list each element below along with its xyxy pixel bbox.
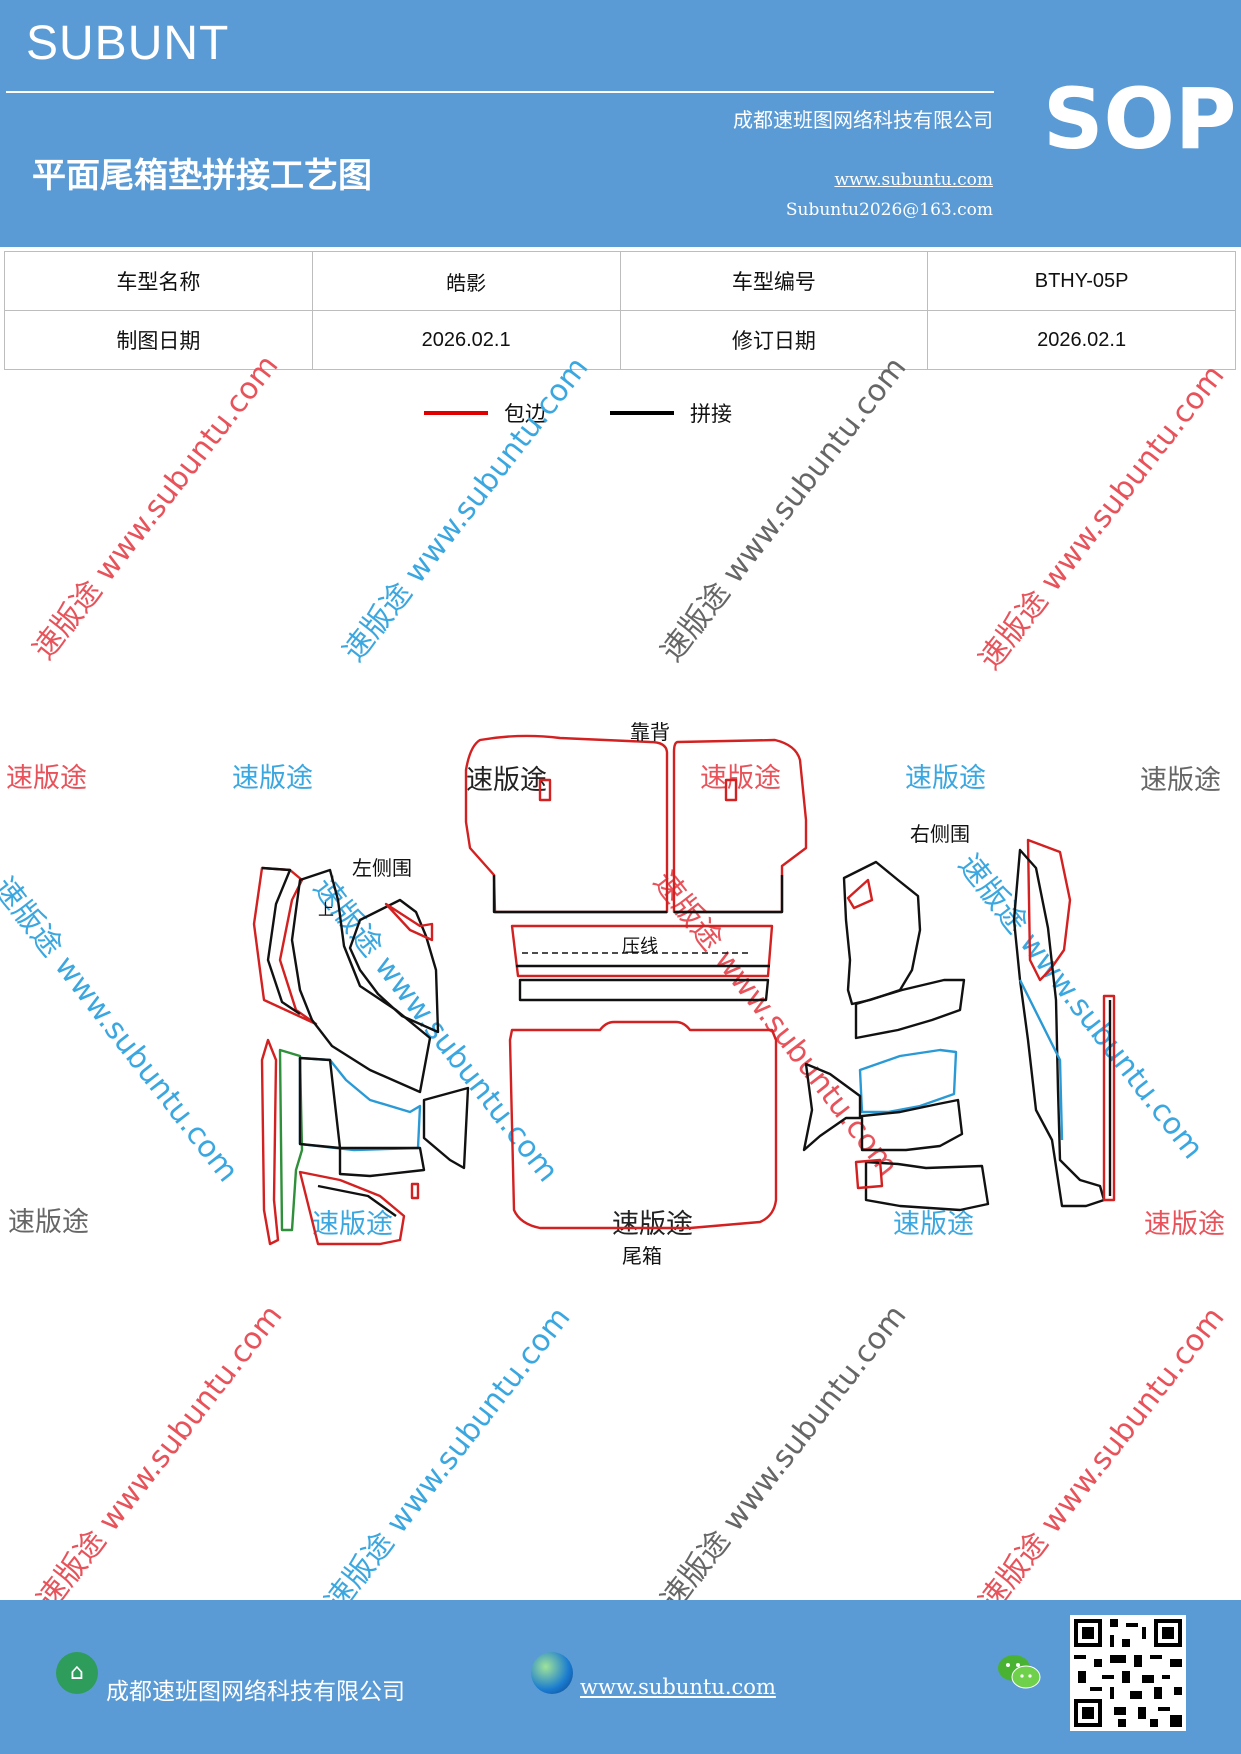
left-side-lower-seam xyxy=(298,1056,426,1178)
label-press-line: 压线 xyxy=(622,936,658,957)
legend-swatch-edge xyxy=(424,411,488,415)
right-side-connector xyxy=(802,1062,862,1152)
table-cell-value: 2026.02.1 xyxy=(311,310,621,370)
left-side-bottom-seam xyxy=(317,1184,397,1217)
company-name: 成都速班图网络科技有限公司 xyxy=(733,108,993,132)
watermark-word: 速版途 xyxy=(6,763,87,794)
table-cell-label: 修订日期 xyxy=(619,310,929,370)
backrest-left-panel xyxy=(464,734,669,914)
globe-icon xyxy=(531,1652,573,1694)
trunk-mat-panel xyxy=(508,1020,778,1230)
footer-website-link[interactable]: www.subuntu.com xyxy=(580,1675,776,1699)
footer-banner: ⌂ 成都速班图网络科技有限公司 www.subuntu.com xyxy=(0,1600,1241,1754)
left-side-cap xyxy=(384,902,434,942)
right-side-tall xyxy=(1012,848,1106,1208)
label-up-mark: 上 xyxy=(318,900,335,919)
info-table: 车型名称 皓影 车型编号 BTHY-05P 制图日期 2026.02.1 修订日… xyxy=(4,251,1236,370)
header-banner: SUBUNT 成都速班图网络科技有限公司 平面尾箱垫拼接工艺图 www.subu… xyxy=(0,0,1241,247)
legend-swatch-seam xyxy=(610,411,674,415)
left-side-bottom xyxy=(298,1170,406,1246)
left-side-upper-seam xyxy=(261,866,301,1015)
right-side-upper-red xyxy=(846,878,874,910)
trunk-mat-diagram xyxy=(252,734,1116,1246)
table-cell-value: 皓影 xyxy=(311,251,621,311)
table-cell-label: 车型编号 xyxy=(619,251,929,311)
watermark-word: 速版途 xyxy=(232,763,313,794)
left-side-lower-blue xyxy=(298,1056,422,1152)
right-side-tall-red xyxy=(1026,838,1072,982)
watermark-word: 速版途 xyxy=(1140,765,1221,796)
footer-company-name: 成都速班图网络科技有限公司 xyxy=(106,1679,405,1705)
press-line-strip xyxy=(510,924,774,978)
wechat-icon xyxy=(998,1655,1041,1689)
left-side-lower-red xyxy=(260,1038,280,1246)
left-side-connector xyxy=(422,1086,470,1170)
document-title: 平面尾箱垫拼接工艺图 xyxy=(32,156,372,196)
right-side-upper xyxy=(842,860,922,1006)
right-side-lower xyxy=(860,1098,964,1152)
backrest-left-seam xyxy=(492,875,667,914)
table-cell-label: 制图日期 xyxy=(4,310,313,370)
backrest-right-tab xyxy=(724,778,738,802)
right-side-blue xyxy=(858,1048,958,1114)
table-row: 车型名称 皓影 车型编号 BTHY-05P xyxy=(4,251,1236,311)
legend-item-seam: 拼接 xyxy=(610,398,732,428)
brand-name: SUBUNT xyxy=(26,17,230,70)
email-text: Subuntu2026@163.com xyxy=(785,200,993,220)
watermark-word: 速版途 xyxy=(893,1209,974,1240)
table-cell-value: BTHY-05P xyxy=(927,251,1236,311)
left-side-middle xyxy=(290,868,432,1094)
table-cell-label: 车型名称 xyxy=(4,251,313,311)
backrest-right-seam xyxy=(674,875,784,914)
label-backrest: 靠背 xyxy=(630,720,670,744)
sop-badge: SOP xyxy=(1043,70,1237,168)
watermark-word: 速版途 xyxy=(612,1209,693,1240)
backrest-left-tab xyxy=(538,778,552,802)
watermark-word: 速版途 xyxy=(1144,1209,1225,1240)
qr-code-icon xyxy=(1070,1615,1186,1731)
right-side-strip xyxy=(1102,994,1116,1202)
watermark-word: 速版途 xyxy=(312,1209,393,1240)
right-side-bottom xyxy=(864,1160,990,1212)
legend-label-seam: 拼接 xyxy=(690,402,732,426)
header-divider xyxy=(6,91,994,93)
left-side-upper xyxy=(252,866,318,1026)
label-right-side: 右侧围 xyxy=(910,822,970,846)
press-line-lower-strip xyxy=(518,978,770,1002)
label-trunk: 尾箱 xyxy=(622,1244,662,1268)
watermark-word: 速版途 xyxy=(700,763,781,794)
left-side-tab xyxy=(410,1182,420,1200)
building-icon: ⌂ xyxy=(56,1652,98,1694)
legend-label-edge: 包边 xyxy=(504,402,546,426)
table-cell-value: 2026.02.1 xyxy=(927,310,1236,370)
legend-item-edge: 包边 xyxy=(424,398,546,428)
watermark-word: 速版途 xyxy=(8,1207,89,1238)
watermark-word: 速版途 xyxy=(466,765,547,796)
right-side-mid xyxy=(854,978,966,1040)
left-side-insert xyxy=(348,898,440,1034)
right-side-bottom-red xyxy=(854,1158,884,1190)
backrest-right-panel xyxy=(672,738,808,914)
website-link[interactable]: www.subuntu.com xyxy=(834,170,993,190)
label-left-side: 左侧围 xyxy=(352,856,412,880)
watermark-word: 速版途 xyxy=(905,763,986,794)
left-side-lower-green xyxy=(278,1048,304,1232)
table-row: 制图日期 2026.02.1 修订日期 2026.02.1 xyxy=(4,310,1236,370)
right-side-tall-blue xyxy=(1018,979,1064,1141)
